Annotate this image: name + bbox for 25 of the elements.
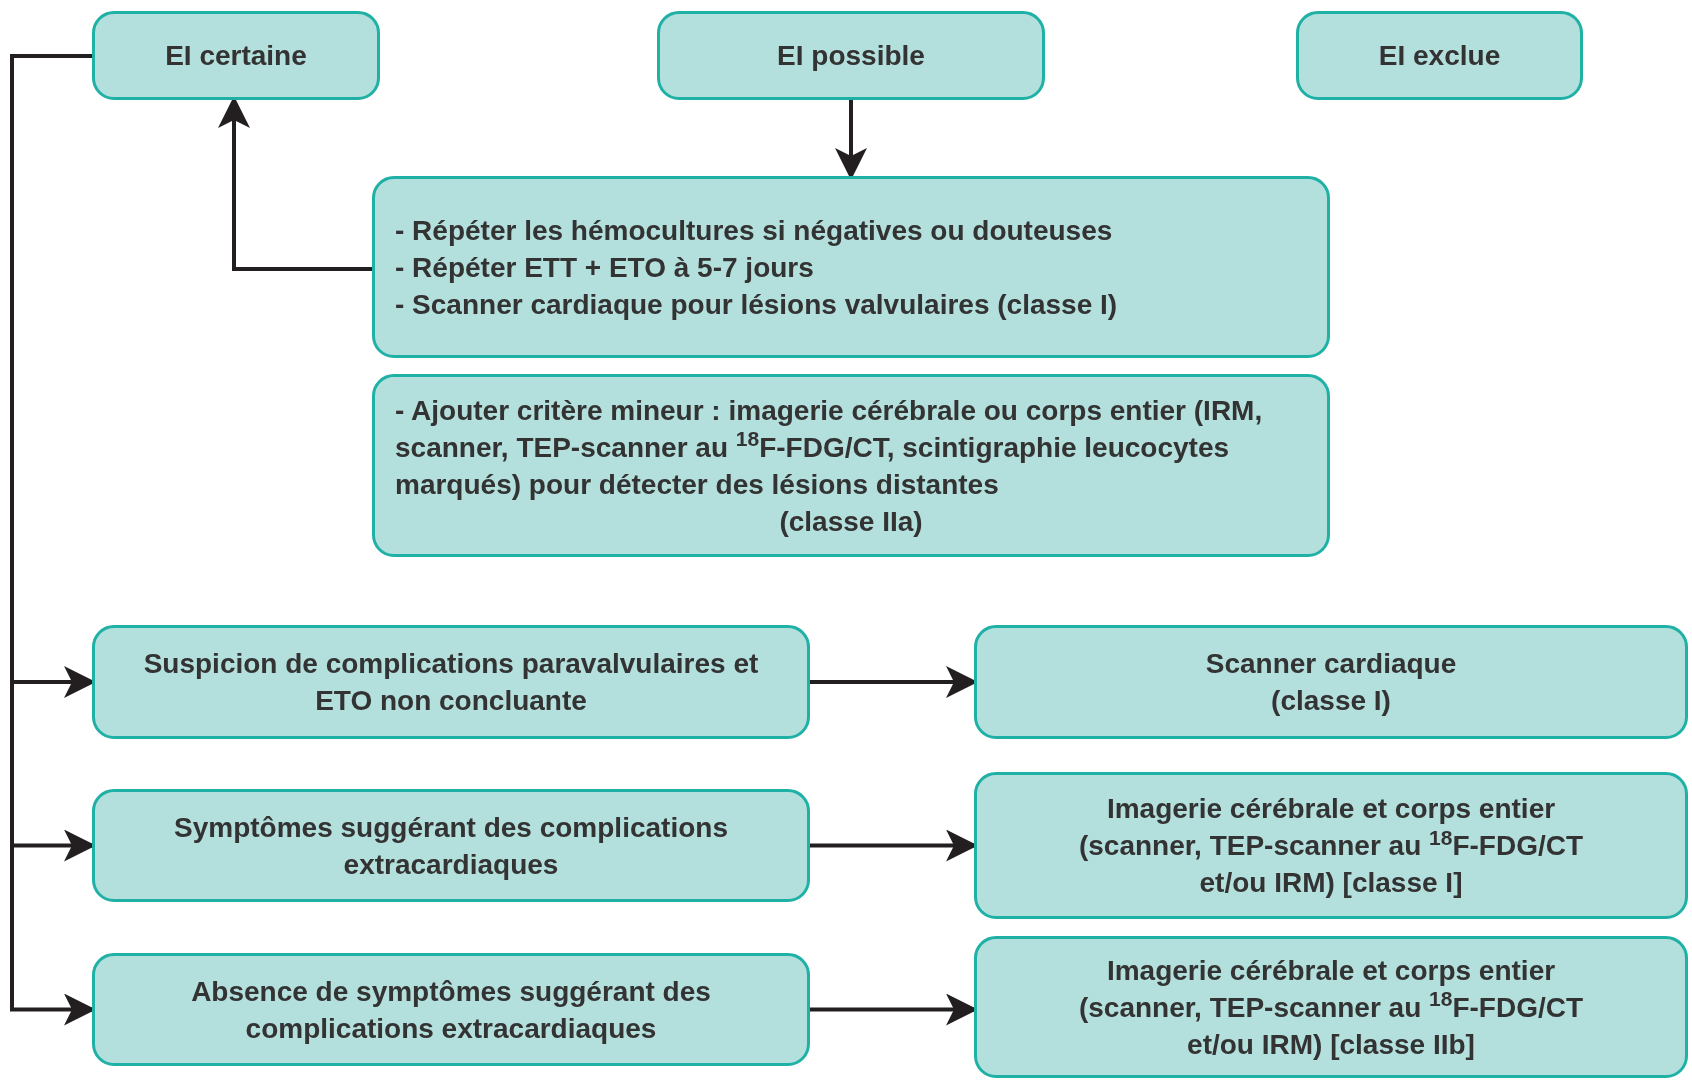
process-box [974, 772, 1688, 919]
box-text: - Répéter ETT + ETO à 5-7 jours [395, 250, 815, 285]
box-text: Imagerie cérébrale et corps entier (scanner, TEP-scanner au $^{18}$F-FDG/CT et/ou IRM) [classe I] [1077, 792, 1585, 900]
box-text: (classe IIa) [779, 504, 923, 539]
box-text: - Répéter les hémocultures si négatives ou douteuses [395, 213, 1114, 248]
box-text: EI possible [777, 39, 925, 73]
box-text: Scanner cardiaque (classe I) [1204, 647, 1458, 718]
process-box [92, 11, 380, 100]
process-box [372, 374, 1330, 557]
box-text: EI certaine [165, 39, 307, 73]
box-text: - Scanner cardiaque pour lésions valvulaires (classe I) [395, 287, 1119, 322]
box-text: Imagerie cérébrale et corps entier (scanner, TEP-scanner au $^{18}$F-FDG/CT et/ou IRM) [classe IIb] [1077, 953, 1585, 1062]
process-box [92, 953, 810, 1066]
box-text: EI exclue [1378, 39, 1501, 73]
box-text: Symptômes suggérant des complications extracardiaques [173, 810, 729, 882]
process-box [657, 11, 1045, 100]
box-text: Suspicion de complications paravalvulaires et ETO non concluante [142, 647, 760, 718]
process-box [372, 176, 1330, 358]
process-box [92, 789, 810, 902]
process-box [92, 625, 810, 739]
box-text: - Ajouter critère mineur : imagerie cérébrale ou corps entier (IRM, scanner, TEP-scanner au $^{18}$F-FDG/CT, scintigraphie leucocytes marqués) pour détecter des lésions distantes [395, 393, 1264, 502]
process-box [974, 625, 1688, 739]
box-text: Absence de symptômes suggérant des complications extracardiaques [191, 974, 711, 1046]
process-box [974, 936, 1688, 1078]
process-box [1296, 11, 1583, 100]
